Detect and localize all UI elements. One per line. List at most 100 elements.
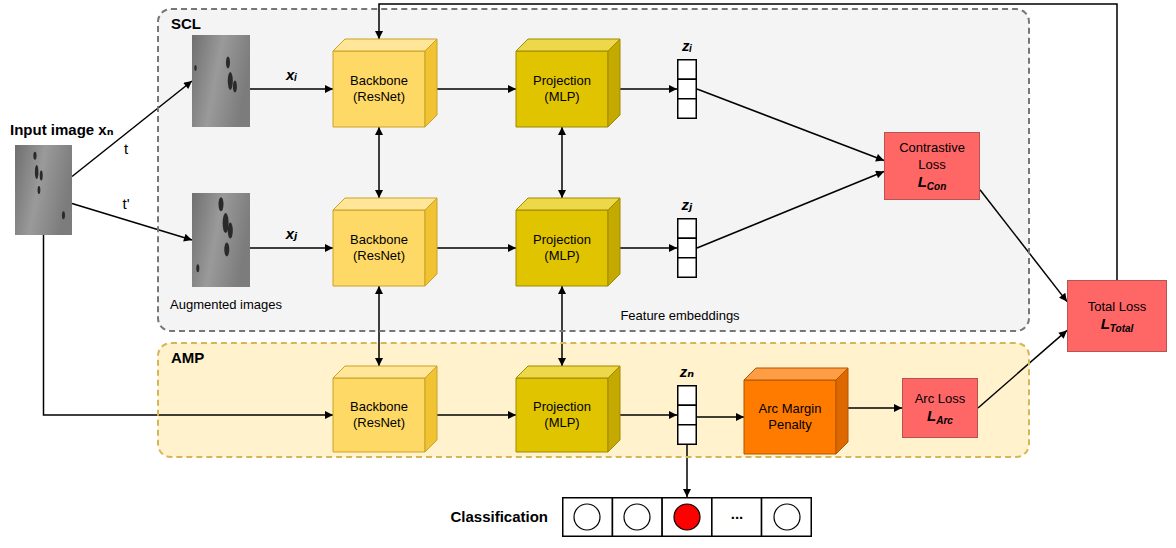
ellipsis-mark: ... <box>731 505 744 523</box>
defect-spot <box>194 65 196 71</box>
loss-box: Contrastive LossLCon <box>884 132 980 200</box>
loss-symbol: L <box>918 173 927 190</box>
projection-block: Projection (MLP) <box>516 366 620 452</box>
node-text: zⱼ <box>682 196 693 214</box>
backbone-block: Backbone (ResNet) <box>333 198 437 286</box>
block-top <box>516 198 620 210</box>
block-front <box>744 380 836 454</box>
weld-image <box>192 35 250 127</box>
block-top <box>333 366 437 378</box>
block-side <box>608 39 620 127</box>
block-side <box>425 198 437 286</box>
flow-arrow <box>437 414 516 416</box>
backbone-block: Backbone (ResNet) <box>333 366 437 452</box>
edge-label: xᵢ <box>286 66 297 84</box>
defect-spot <box>40 171 43 181</box>
augmented-image <box>192 35 250 127</box>
projection-block: Projection (MLP) <box>516 39 620 127</box>
defect-spot <box>33 152 36 160</box>
flow-arrow <box>697 171 884 248</box>
loss-box: Arc LossLArc <box>902 378 978 438</box>
block-top <box>744 368 848 380</box>
image-ground <box>192 35 250 127</box>
edge-label: xⱼ <box>286 225 298 243</box>
vector-cells <box>677 59 697 119</box>
arc-margin-block: Arc Margin Penalty <box>744 368 848 454</box>
class-cell <box>563 498 613 537</box>
vector-cell <box>678 99 697 119</box>
input-image: Input image xₙ <box>15 145 72 235</box>
block-side <box>425 39 437 127</box>
node-text: Contrastive Loss <box>889 140 975 173</box>
block-front <box>516 210 608 286</box>
class-circle <box>574 504 600 530</box>
edge-label: t <box>124 140 128 158</box>
weld-image <box>15 145 72 235</box>
flow-arrow <box>980 190 1067 302</box>
node-text: AMP <box>171 349 204 367</box>
projection-block: Projection (MLP) <box>516 198 620 286</box>
node-text: Input image xₙ <box>10 121 114 139</box>
classification-output: Classification <box>562 497 812 537</box>
flow-arrow <box>686 445 688 497</box>
edge-label: t' <box>122 195 129 213</box>
block-side <box>608 198 620 286</box>
image-ground <box>15 145 72 235</box>
flow-arrow <box>72 204 192 241</box>
node-text: Projection (MLP) <box>520 73 604 106</box>
embedding-vector: zᵢ <box>677 59 697 119</box>
block-side <box>425 366 437 452</box>
block-top <box>516 366 620 378</box>
scl-region: Backbone (ResNet) Projection (MLP) zᵢAugme… <box>157 8 1030 332</box>
flow-arrow <box>620 247 677 249</box>
symbol-subscript: Con <box>927 181 946 192</box>
block-front <box>333 210 425 286</box>
class-cells <box>562 497 812 537</box>
flow-arrow <box>250 88 333 90</box>
block-front <box>333 51 425 127</box>
vector-cell <box>678 258 697 278</box>
flow-arrow <box>437 88 516 90</box>
flow-arrow <box>620 88 677 90</box>
flow-arrow <box>848 407 902 409</box>
class-cell <box>712 498 762 537</box>
node-text: zᵢ <box>682 37 692 55</box>
flow-arrow <box>378 286 380 366</box>
class-circle <box>624 504 650 530</box>
block-side <box>608 366 620 452</box>
node-text: Backbone (ResNet) <box>337 232 421 265</box>
amp-region: Backbone (ResNet)Projection (MLP)zₙArc M… <box>157 342 1030 458</box>
defect-spot <box>62 211 65 219</box>
node-text: Arc Loss <box>915 391 966 407</box>
vector-cell <box>678 219 697 239</box>
symbol-subscript: Total <box>1110 323 1134 334</box>
class-circle <box>774 504 800 530</box>
defect-spot <box>196 264 199 272</box>
weld-image <box>192 193 250 287</box>
flow-arrow <box>437 247 516 249</box>
scl-region-fill <box>158 9 1029 331</box>
block-front <box>516 378 608 452</box>
node-text: Classification <box>450 508 548 526</box>
block-front <box>333 378 425 452</box>
block-front <box>516 51 608 127</box>
active-class <box>674 504 700 530</box>
node-text: Backbone (ResNet) <box>337 399 421 432</box>
augmented-image: Augmented images <box>192 193 250 287</box>
defect-spot <box>38 186 41 194</box>
vector-cell <box>678 79 697 99</box>
loss-symbol: L <box>1101 315 1110 332</box>
flow-arrow <box>44 235 334 415</box>
node-text: Total Loss <box>1088 299 1147 315</box>
flow-arrow <box>697 89 884 161</box>
embedding-vector: zⱼ <box>677 218 697 278</box>
block-top <box>516 39 620 51</box>
node-text: Projection (MLP) <box>520 399 604 432</box>
block-top <box>333 198 437 210</box>
flow-arrow <box>250 247 333 249</box>
node-text: Backbone (ResNet) <box>337 73 421 106</box>
vector-cell <box>678 425 697 445</box>
defect-spot <box>226 57 230 69</box>
class-cell <box>612 498 662 537</box>
defect-spot <box>219 197 224 211</box>
